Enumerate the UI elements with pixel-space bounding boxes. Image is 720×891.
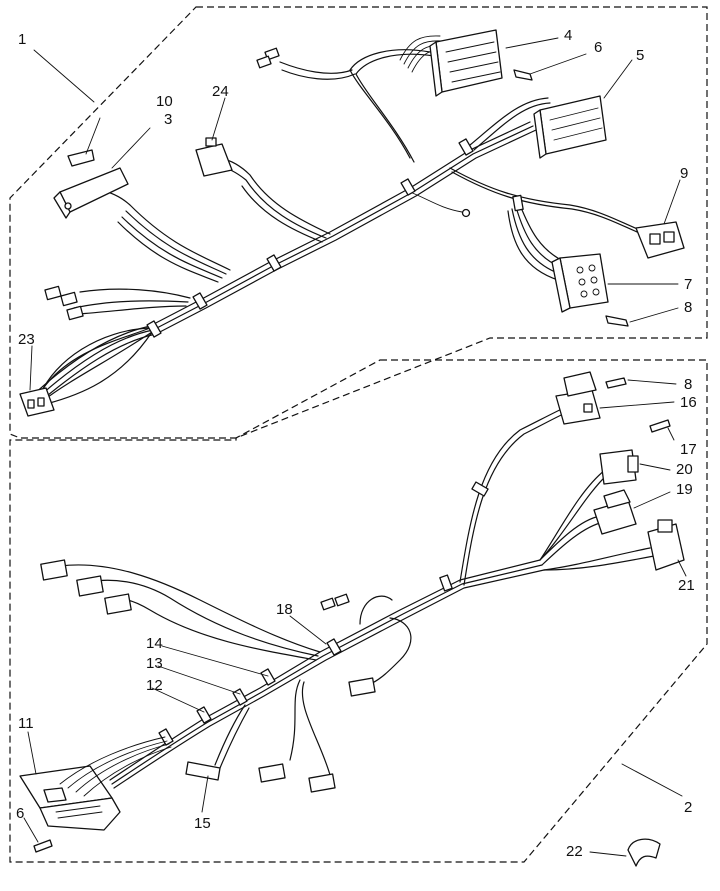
connector-9 (635, 221, 685, 259)
leader-lines (23, 37, 687, 857)
terminals-top (256, 47, 280, 69)
callout-17: 17 (680, 441, 697, 458)
callout-6-lower: 6 (16, 805, 24, 822)
callout-2: 2 (684, 799, 692, 816)
upper-harness (19, 29, 685, 417)
terminal-pin-17 (649, 419, 671, 433)
flat-connector-e (258, 763, 286, 783)
callout-21: 21 (678, 577, 695, 594)
connector-15 (185, 761, 221, 781)
connector-4 (429, 29, 503, 97)
callout-14: 14 (146, 635, 163, 652)
callout-22: 22 (566, 843, 583, 860)
callout-13: 13 (146, 655, 163, 672)
spade-plugs-left (44, 285, 84, 321)
connector-11 (19, 765, 121, 831)
callout-18: 18 (276, 601, 293, 618)
connector-5 (533, 95, 607, 159)
clip-10 (67, 149, 95, 167)
callout-4: 4 (564, 27, 572, 44)
callout-16: 16 (680, 394, 697, 411)
flat-connector-a (40, 559, 68, 581)
callout-10: 10 (156, 93, 173, 110)
terminal-pin-8-lower (605, 377, 627, 389)
callout-9: 9 (680, 165, 688, 182)
connector-24 (195, 137, 233, 177)
lower-assembly-outline (9, 359, 708, 863)
callout-11: 11 (18, 715, 34, 732)
flat-connector-b (76, 575, 104, 597)
connector-21 (647, 519, 685, 571)
callout-5: 5 (636, 47, 644, 64)
callout-6-upper: 6 (594, 39, 602, 56)
callout-numbers: 1 2 3 4 5 6 6 7 8 8 9 10 11 12 13 14 15 … (16, 27, 697, 860)
flat-connector-f (308, 773, 336, 793)
callout-12: 12 (146, 677, 163, 694)
spade-plugs-18 (320, 593, 350, 611)
callout-15: 15 (194, 815, 211, 832)
callout-3: 3 (164, 111, 172, 128)
connector-20 (599, 449, 639, 485)
callout-19: 19 (676, 481, 693, 498)
callout-1: 1 (18, 31, 26, 48)
terminal-pin-6-lower (33, 839, 53, 853)
callout-7: 7 (684, 276, 692, 293)
connector-16 (555, 371, 601, 425)
callout-20: 20 (676, 461, 693, 478)
connector-7 (551, 253, 609, 313)
callout-23: 23 (18, 331, 35, 348)
lower-harness (19, 371, 685, 853)
flat-connector-c (104, 593, 132, 615)
callout-24: 24 (212, 83, 229, 100)
connector-3 (53, 167, 129, 219)
flat-connector-d (348, 677, 376, 697)
terminal-pin-6-upper (513, 69, 533, 81)
connector-19 (593, 489, 637, 535)
terminal-pin-8-upper (605, 315, 629, 327)
callout-8-lower: 8 (684, 376, 692, 393)
callout-8-upper: 8 (684, 299, 692, 316)
connector-23 (19, 387, 55, 417)
clip-22 (627, 838, 661, 867)
